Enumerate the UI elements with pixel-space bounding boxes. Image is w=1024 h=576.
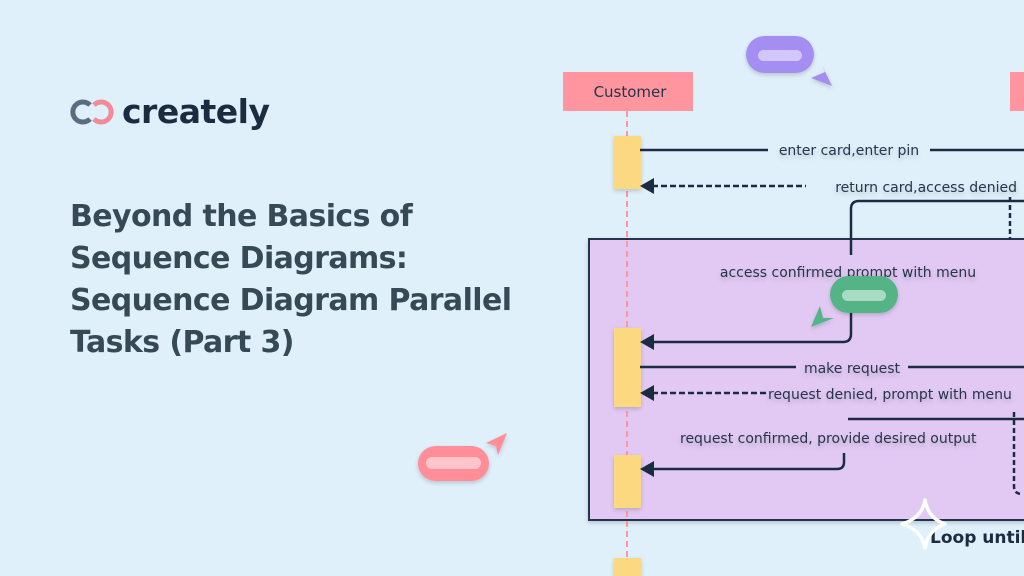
brand-name: creately xyxy=(122,92,270,131)
message-request-confirmed: request confirmed, provide desired outpu… xyxy=(640,412,1024,496)
message-enter-card: enter card,enter pin xyxy=(640,143,1024,159)
message-label: make request xyxy=(804,361,901,377)
message-label: request denied, prompt with menu xyxy=(768,387,1012,403)
message-label: access confirmed prompt with menu xyxy=(720,265,976,281)
actor-customer-box xyxy=(563,72,693,111)
purple-cursor-icon xyxy=(746,36,832,86)
sparkle-icon xyxy=(900,498,947,550)
activation-bar xyxy=(614,136,641,189)
message-label: enter card,enter pin xyxy=(779,143,919,159)
title-line: Sequence Diagram Parallel xyxy=(70,283,512,318)
title-line: Beyond the Basics of xyxy=(70,199,413,234)
title-line: Sequence Diagrams: xyxy=(70,241,408,276)
message-label: request confirmed, provide desired outpu… xyxy=(680,431,977,447)
creately-logo-icon xyxy=(70,99,114,124)
message-label: return card,access denied xyxy=(835,180,1017,196)
activation-bar xyxy=(614,558,641,576)
actor-system-box xyxy=(1010,72,1024,111)
message-access-confirmed: access confirmed prompt with menu xyxy=(640,199,1024,350)
activation-bar xyxy=(614,455,641,508)
actor-customer-label: Customer xyxy=(594,83,668,101)
title-line: Tasks (Part 3) xyxy=(70,325,294,360)
loop-fragment xyxy=(588,238,1024,521)
activation-bar xyxy=(614,328,641,407)
page-title: Beyond the Basics of Sequence Diagrams: … xyxy=(70,196,550,364)
message-request-denied: request denied, prompt with menu xyxy=(640,385,1012,403)
message-return-card: return card,access denied xyxy=(640,178,1017,239)
creately-logo: creately xyxy=(70,92,270,131)
green-cursor-icon xyxy=(811,276,898,327)
loop-fragment-label: Loop until xyxy=(930,528,1024,548)
pink-cursor-icon xyxy=(418,433,507,481)
message-make-request: make request xyxy=(640,361,1024,377)
